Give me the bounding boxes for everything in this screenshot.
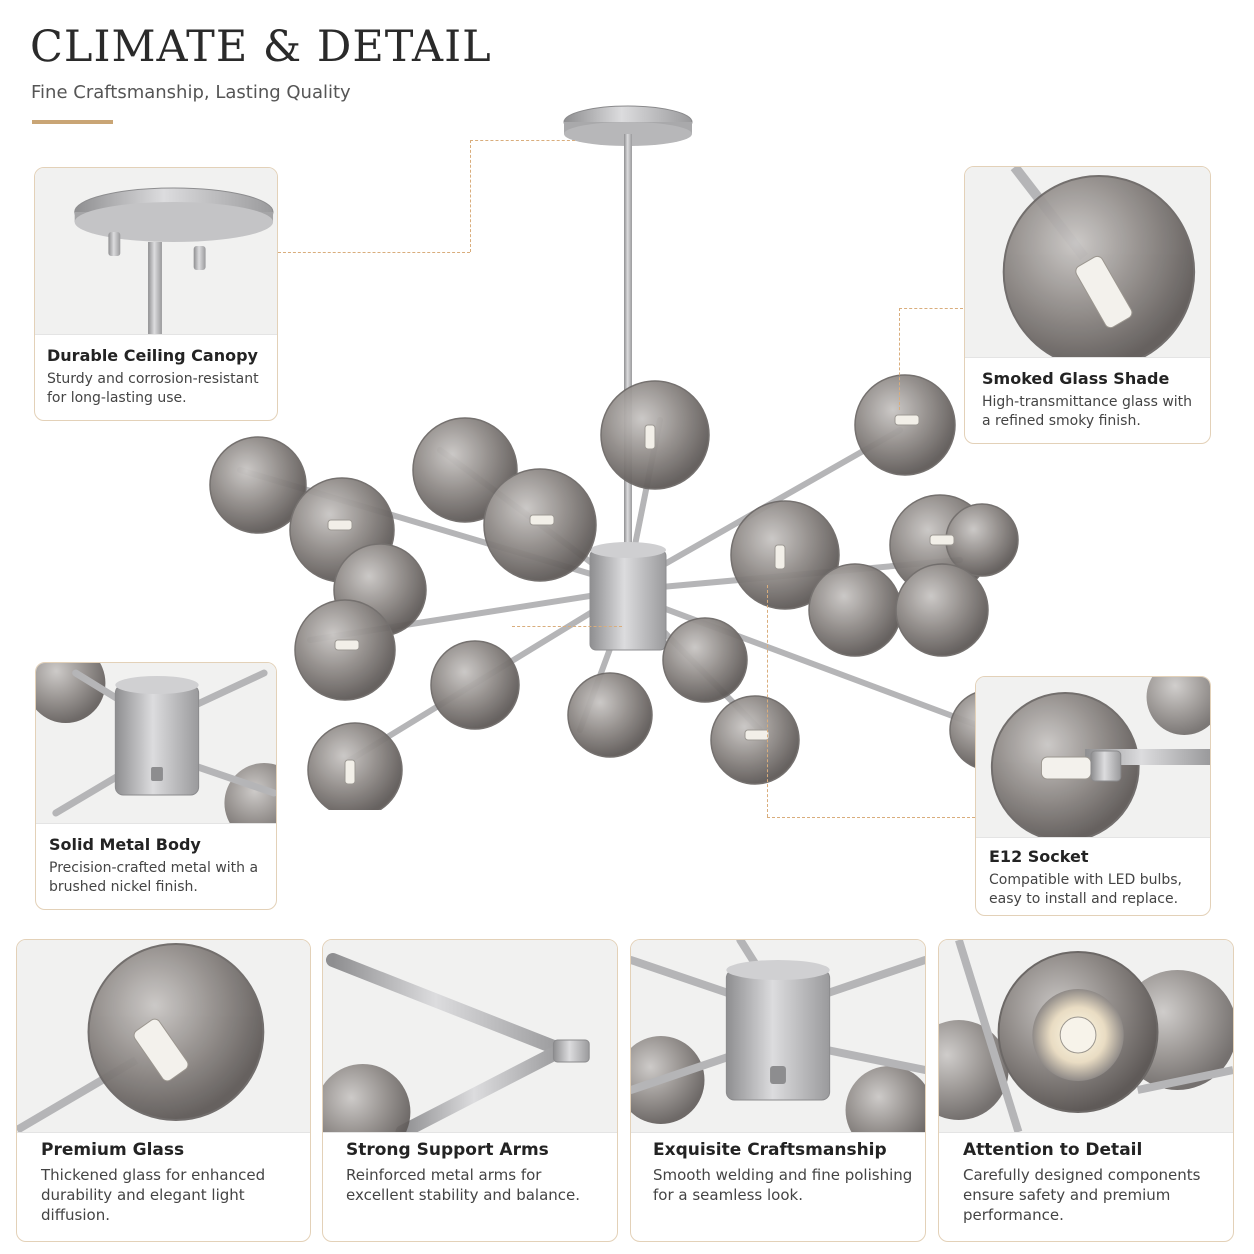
support-arms-detail-image bbox=[323, 940, 617, 1133]
feature-card-premium-glass: Premium Glass Thickened glass for enhanc… bbox=[16, 939, 311, 1242]
feature-description: Carefully designed components ensure saf… bbox=[963, 1166, 1201, 1224]
feature-card-metal-body: Solid Metal Body Precision-crafted metal… bbox=[35, 662, 277, 910]
chandelier-hero-image bbox=[200, 90, 1040, 810]
metal-body-detail-image bbox=[36, 663, 276, 824]
leader-line-socket bbox=[767, 817, 975, 818]
leader-line-canopy bbox=[470, 140, 575, 141]
feature-title: Strong Support Arms bbox=[346, 1140, 549, 1160]
feature-card-canopy: Durable Ceiling Canopy Sturdy and corros… bbox=[34, 167, 278, 421]
feature-description: Compatible with LED bulbs, easy to insta… bbox=[989, 872, 1182, 907]
feature-title: E12 Socket bbox=[989, 847, 1089, 866]
feature-title: Solid Metal Body bbox=[49, 835, 201, 854]
craftsmanship-detail-image bbox=[631, 940, 925, 1133]
feature-title: Premium Glass bbox=[41, 1140, 185, 1160]
feature-description: Smooth welding and fine polishing for a … bbox=[653, 1166, 913, 1204]
leader-line-glass bbox=[899, 308, 900, 410]
feature-description: High-transmittance glass with a refined … bbox=[982, 394, 1193, 429]
feature-title: Smoked Glass Shade bbox=[982, 369, 1170, 388]
feature-title: Exquisite Craftsmanship bbox=[653, 1140, 887, 1160]
page-subtitle: Fine Craftsmanship, Lasting Quality bbox=[31, 82, 351, 103]
feature-description: Sturdy and corrosion-resistant for long-… bbox=[47, 371, 259, 406]
attention-detail-image bbox=[939, 940, 1233, 1133]
leader-line-canopy bbox=[470, 140, 471, 252]
feature-description: Precision-crafted metal with a brushed n… bbox=[49, 860, 259, 895]
feature-card-attention-detail: Attention to Detail Carefully designed c… bbox=[938, 939, 1234, 1242]
premium-glass-detail-image bbox=[17, 940, 310, 1133]
feature-card-socket: E12 Socket Compatible with LED bulbs, ea… bbox=[975, 676, 1211, 916]
feature-card-glass-shade: Smoked Glass Shade High-transmittance gl… bbox=[964, 166, 1211, 444]
page-title: CLIMATE & DETAIL bbox=[30, 22, 492, 72]
leader-line-canopy bbox=[278, 252, 470, 253]
leader-line-glass bbox=[899, 308, 963, 309]
feature-description: Reinforced metal arms for excellent stab… bbox=[346, 1166, 581, 1204]
feature-title: Attention to Detail bbox=[963, 1140, 1143, 1160]
feature-title: Durable Ceiling Canopy bbox=[47, 346, 258, 365]
canopy-detail-image bbox=[35, 168, 277, 335]
leader-line-socket bbox=[767, 585, 768, 817]
leader-line-body bbox=[512, 626, 622, 627]
glass-shade-detail-image bbox=[965, 167, 1210, 358]
feature-description: Thickened glass for enhanced durability … bbox=[41, 1166, 266, 1224]
feature-card-support-arms: Strong Support Arms Reinforced metal arm… bbox=[322, 939, 618, 1242]
accent-divider bbox=[32, 120, 113, 124]
feature-card-craftsmanship: Exquisite Craftsmanship Smooth welding a… bbox=[630, 939, 926, 1242]
socket-detail-image bbox=[976, 677, 1210, 838]
